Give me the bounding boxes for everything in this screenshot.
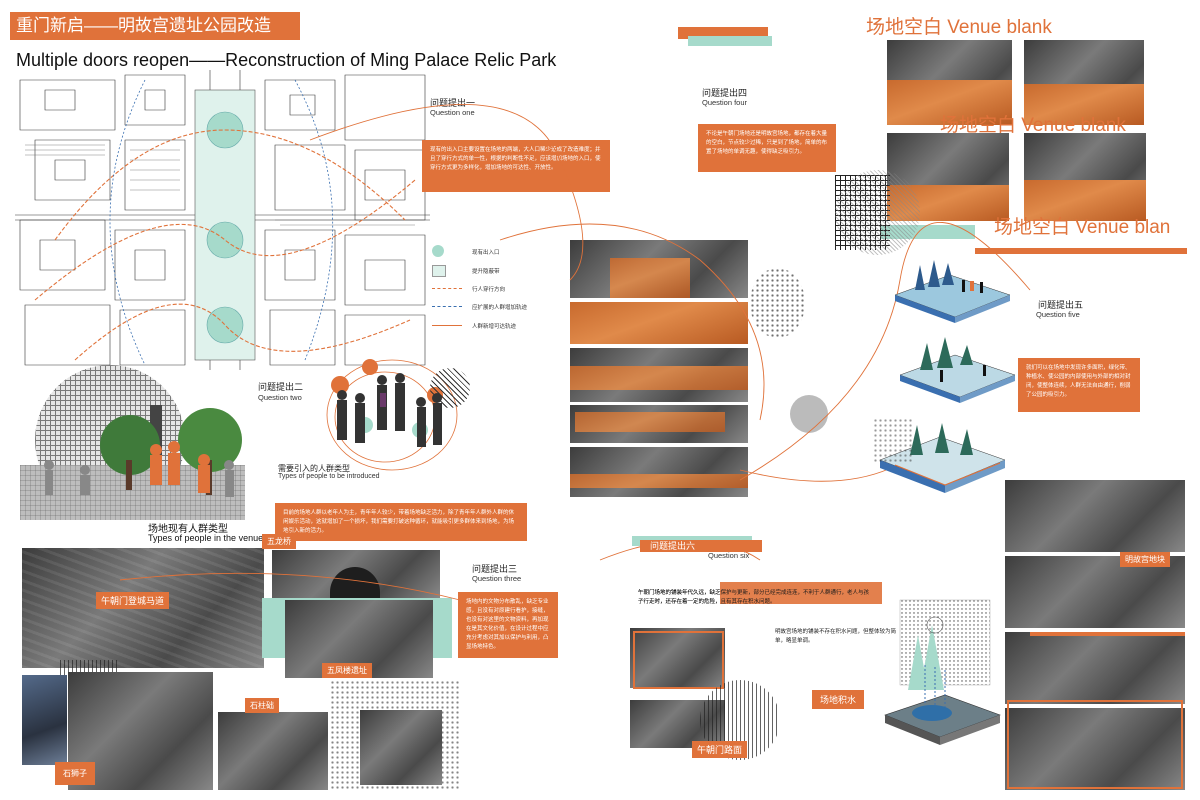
q3-relic-photo [360, 710, 442, 785]
legend-walk-icon [432, 288, 462, 289]
legend-entrance-icon [432, 245, 444, 257]
tag-shishizi: 石狮子 [55, 762, 95, 785]
pave-photo-1 [1005, 480, 1185, 552]
venue-ground-1 [887, 80, 1012, 125]
q3-label-en: Question three [472, 574, 522, 583]
q3-lion-photo-2 [218, 712, 328, 790]
tag-wumen-ramp: 午朝门登城马道 [96, 592, 170, 609]
tag-minggugong: 明故宫地块 [1120, 552, 1170, 567]
q3-text-box: 场地内的文物分布散乱，缺乏专业感，且没有对原建行看护，接缝，也没有对这里的文物资… [458, 592, 558, 658]
legend-label-3: 行人穿行方向 [472, 287, 506, 293]
q2-hatch-small [430, 368, 470, 408]
q6-text-box-1-bg [720, 582, 882, 604]
q4-text-box: 不论是午朝门场地还是明故宫场地，都存在着大量的空白，节点较少过稀，只是到了场地，… [698, 124, 836, 172]
mid-gray-circle [790, 395, 828, 433]
q5-iso-1 [890, 255, 1015, 325]
legend-expand-icon [432, 306, 462, 307]
pave-photo-frame [1007, 700, 1183, 789]
map-legend: 现有出入口 提升隐蔽带 行人穿行方向 应扩展的人群增加轨迹 人群新增可达轨迹 [432, 245, 552, 345]
q1-text-box: 现有的出入口主要设置在场地的两端，大人口稀少造成了改造难度；并且了穿行方式的单一… [422, 140, 610, 192]
q6-label-box [640, 540, 762, 552]
legend-label-5: 人群新增可达轨迹 [472, 324, 517, 330]
tag-site-water: 场地积水 [812, 690, 865, 709]
legend-label-4: 应扩展的人群增加轨迹 [472, 305, 528, 311]
legend-hidden-icon [432, 265, 446, 277]
legend-new-icon [432, 325, 462, 326]
pave-photo-4 [1005, 708, 1185, 790]
q6-road-photo-1-frame [633, 631, 724, 689]
q2-existing-cn: 场地现有人群类型 [148, 524, 228, 535]
tag-wulong-bridge: 五龙桥 [262, 534, 296, 549]
mid-dots-circle [750, 268, 805, 338]
q2-label-en: Question two [258, 393, 302, 402]
venue-hatch-circle [835, 170, 920, 255]
q6-road-photo-1 [630, 628, 725, 688]
q6-text-2: 明故宫场地的铺装不存在积水问题，但整体较为简单，略显单调。 [775, 629, 897, 644]
q4-label-cn: 问题提出四 [702, 88, 748, 98]
wall-photo-4-fence [575, 412, 725, 432]
legend-label-2: 提升隐蔽带 [472, 269, 500, 275]
wall-photo-2 [570, 302, 748, 344]
venue-blank-label-1: 场地空白 Venue blank [866, 17, 1052, 38]
q1-label-cn: 问题提出一 [430, 98, 476, 108]
q5-label-en: Question five [1036, 310, 1080, 319]
site-map-drawing [15, 70, 430, 370]
q5-label-cn: 问题提出五 [1038, 300, 1084, 310]
q5-iso-2 [895, 335, 1020, 405]
tag-shizhu: 石柱础 [245, 698, 279, 713]
q2-text-box: 目前的场地人群以老年人为主，青年年人较少，带着场地缺乏活力，除了青年年人群外人群… [275, 503, 527, 541]
venue-ground-2 [1024, 84, 1144, 125]
wall-photo-3-fence [570, 366, 748, 390]
q2-people-group [325, 355, 460, 475]
venue-blank-label-2: 场地空白 Venue blank [940, 115, 1126, 136]
q3-lion-photo-1 [22, 675, 67, 765]
q2-plaza-photo [20, 405, 245, 520]
page-title-en: Multiple doors reopen——Reconstruction of… [16, 50, 557, 70]
q4-label-en: Question four [702, 98, 748, 107]
q1-label-en: Question one [430, 108, 475, 117]
wall-photo-1-fence [610, 258, 690, 298]
right-orange-line [1030, 632, 1185, 636]
venue-ground-4 [1024, 180, 1146, 221]
q2-needs-en: Types of people to be introduced [278, 473, 380, 480]
q6-label-en: Question six [708, 551, 750, 560]
q6-paving-iso [880, 595, 1005, 765]
venue-blank-bar [975, 248, 1187, 254]
q5-text-box: 就们可以在场地中发现许多面积，绿化带、种植水、使公园的内部使用与外部的相对封闭，… [1018, 358, 1140, 412]
q3-label-cn: 问题提出三 [472, 564, 518, 574]
tag-wumen-road: 午朝门路面 [692, 741, 748, 758]
legend-label-1: 现有出入口 [472, 250, 500, 256]
q2-label-cn: 问题提出二 [258, 382, 304, 392]
pave-photo-2 [1005, 556, 1185, 628]
q2-existing-en: Types of people in the venue [148, 533, 264, 543]
site-map [15, 70, 430, 370]
q6-label-cn: 问题提出六 [650, 541, 696, 551]
pave-photo-3 [1005, 632, 1185, 704]
venue-blank-label-3: 场地空白 Venue blan [994, 217, 1171, 238]
q5-dots-block [873, 418, 913, 463]
tag-wufeng-relic: 五凤楼遗址 [322, 663, 372, 678]
wall-photo-5-fence [570, 474, 748, 488]
page-title-cn: 重门新启——明故宫遗址公园改造 [10, 12, 300, 40]
q6-text-box-1-overlay: 午朝门场地的铺装年代久远，缺乏保护与更新，部分已经完成连连，不利于人群通行，老人… [638, 590, 870, 605]
q2-needs-cn: 需要引入的人群类型 [278, 464, 350, 473]
q4-mint-bar [688, 36, 772, 46]
wall-photo-5 [570, 447, 748, 497]
